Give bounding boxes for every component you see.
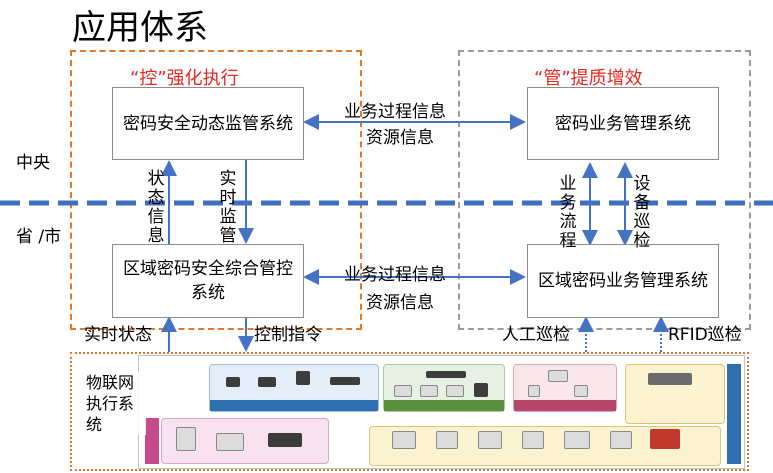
crypto-security-monitor-box: 密码安全动态监管系统 [112,87,304,160]
safe-box-bar [145,418,159,464]
workflow-label: 业务流程 [559,174,577,251]
video-surveillance-group [209,364,379,412]
realtime-status-label: 实时状态 [84,325,152,345]
iot-device-panel [138,355,745,469]
detector-icon [564,431,590,449]
card-reader-icon [420,385,438,397]
bottom-link-label-2: 资源信息 [366,293,434,313]
crypto-security-monitor-label: 密码安全动态监管系统 [123,113,293,134]
generator-icon [650,429,680,449]
control-zone [70,50,362,330]
intrusion-alarm-caption [514,400,616,411]
status-info-label: 状态信息 [147,169,165,246]
sensor-icon [574,385,588,397]
exit-button-icon [474,383,488,397]
top-link-label-2: 资源信息 [366,128,434,148]
intrusion-alarm-group [513,364,617,412]
tier-provincial-label: 省 /市 [16,227,62,247]
camera-icon [226,377,240,387]
sensor-row-group [369,426,721,466]
realtime-monitor-label: 实时监管 [219,169,237,246]
tier-central-label: 中央 [16,153,50,173]
safe-box-icon [176,427,196,451]
top-link-label-1: 业务过程信息 [344,102,446,122]
detector-icon [392,431,416,449]
nvr-icon [330,377,360,385]
safe-box-icon [216,433,244,451]
management-zone-heading: “管”提质增效 [534,68,643,89]
detector-icon [522,431,544,449]
regional-business-mgmt-label: 区域密码业务管理系统 [538,271,708,291]
camera-icon [258,377,276,387]
iot-system-frame [70,352,749,471]
page-title: 应用体系 [72,8,208,48]
control-zone-heading: “控”强化执行 [130,68,239,89]
detector-icon [436,431,458,449]
access-control-caption [384,400,504,411]
environment-monitor-group [625,364,725,424]
safe-box-icon [268,433,302,447]
alarm-host-icon [548,370,568,382]
crypto-business-mgmt-box: 密码业务管理系统 [527,87,719,160]
bottom-link-label-1: 业务过程信息 [344,265,446,285]
rfid-patrol-label: RFID巡检 [668,325,742,345]
crypto-business-mgmt-label: 密码业务管理系统 [555,113,691,134]
management-zone [458,50,751,330]
safe-box-group [161,418,329,464]
env-host-icon [648,373,692,385]
iot-system-title: 物联网执行系统 [86,372,146,435]
access-control-group [383,364,505,412]
controller-icon [426,371,466,378]
environment-power-bar [727,364,741,464]
regional-business-mgmt-box: 区域密码业务管理系统 [527,244,719,318]
device-inspection-label: 设备巡检 [633,174,651,251]
manual-patrol-label: 人工巡检 [502,325,570,345]
regional-security-control-box: 区域密码安全综合管控系统 [112,244,304,318]
control-cmd-label: 控制指令 [254,325,322,345]
detector-icon [610,431,632,449]
camera-icon [296,371,310,385]
detector-icon [478,431,502,449]
regional-security-control-label: 区域密码安全综合管控系统 [123,259,293,303]
video-surveillance-caption [210,400,378,411]
door-lock-icon [446,385,464,397]
card-reader-icon [394,385,412,397]
sensor-icon [528,385,540,397]
